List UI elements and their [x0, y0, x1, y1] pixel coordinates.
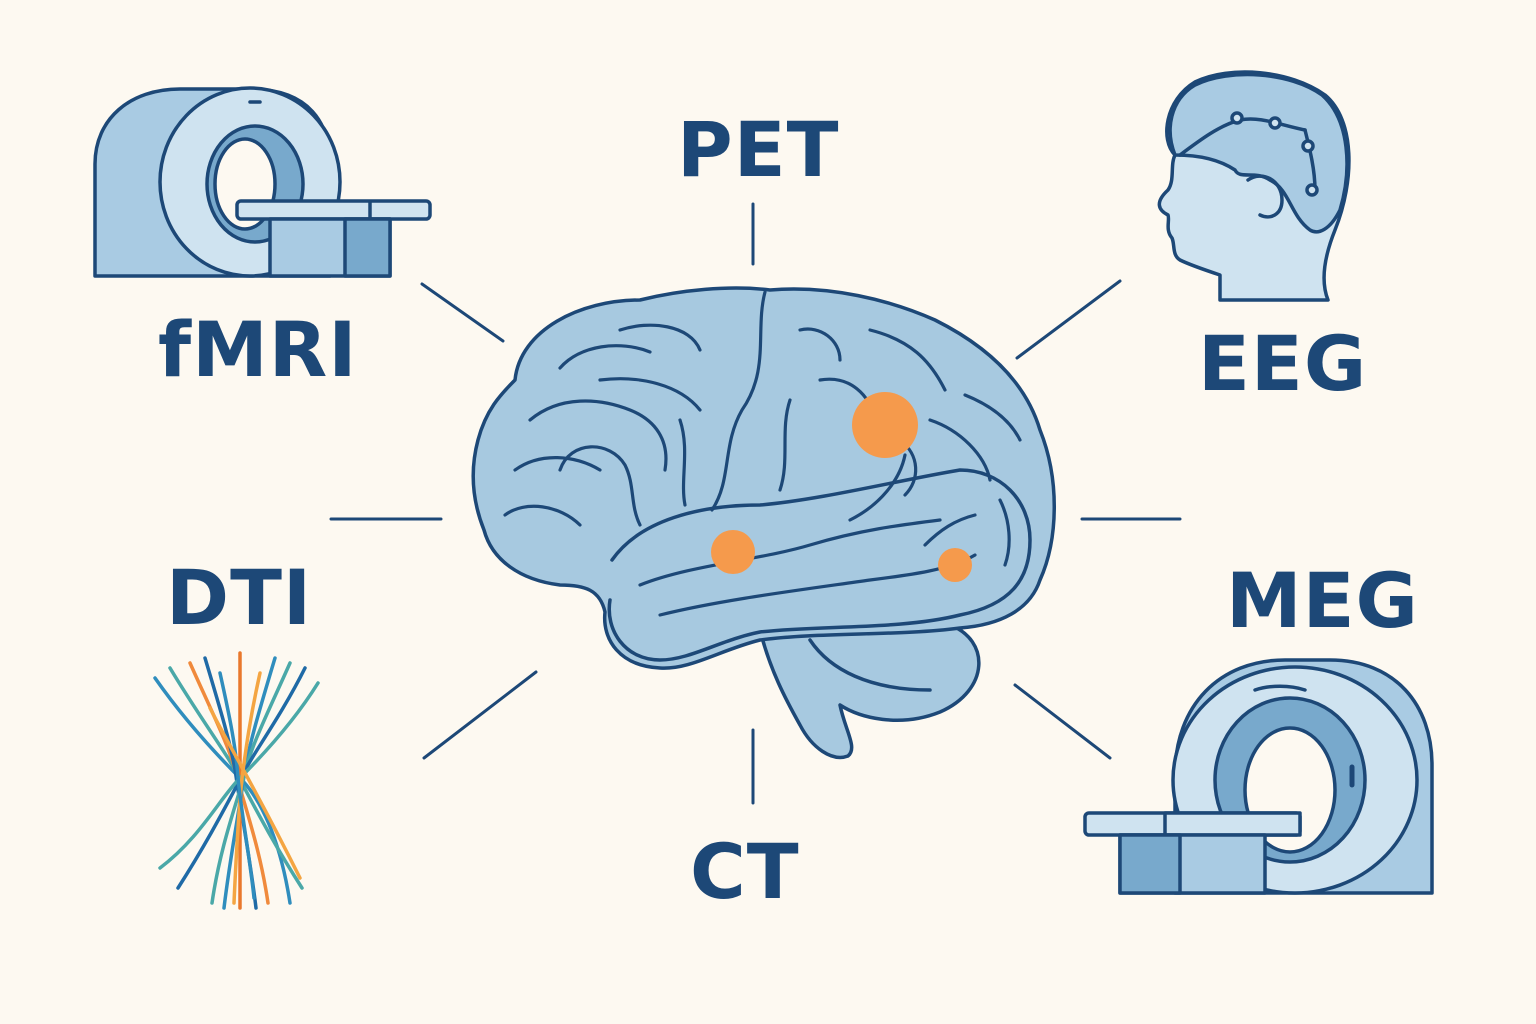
activation-spot [711, 530, 755, 574]
meg-scanner-icon [1083, 658, 1434, 895]
label-dti: DTI [166, 553, 313, 642]
connector-lower-right [1013, 683, 1112, 760]
activation-spot [938, 548, 972, 582]
label-eeg: EEG [1198, 319, 1368, 408]
activation-spots [711, 392, 972, 582]
label-meg: MEG [1226, 556, 1419, 645]
label-pet: PET [677, 105, 840, 194]
fiber-tracts-icon [153, 651, 320, 910]
eeg-head-icon [1157, 70, 1351, 302]
label-ct: CT [690, 827, 800, 916]
connector-lower-left [422, 670, 538, 760]
activation-spot [852, 392, 918, 458]
connector-eeg [1015, 279, 1122, 360]
connector-fmri [420, 282, 505, 343]
mri-scanner-icon [93, 86, 432, 278]
label-fmri: fMRI [158, 305, 358, 394]
